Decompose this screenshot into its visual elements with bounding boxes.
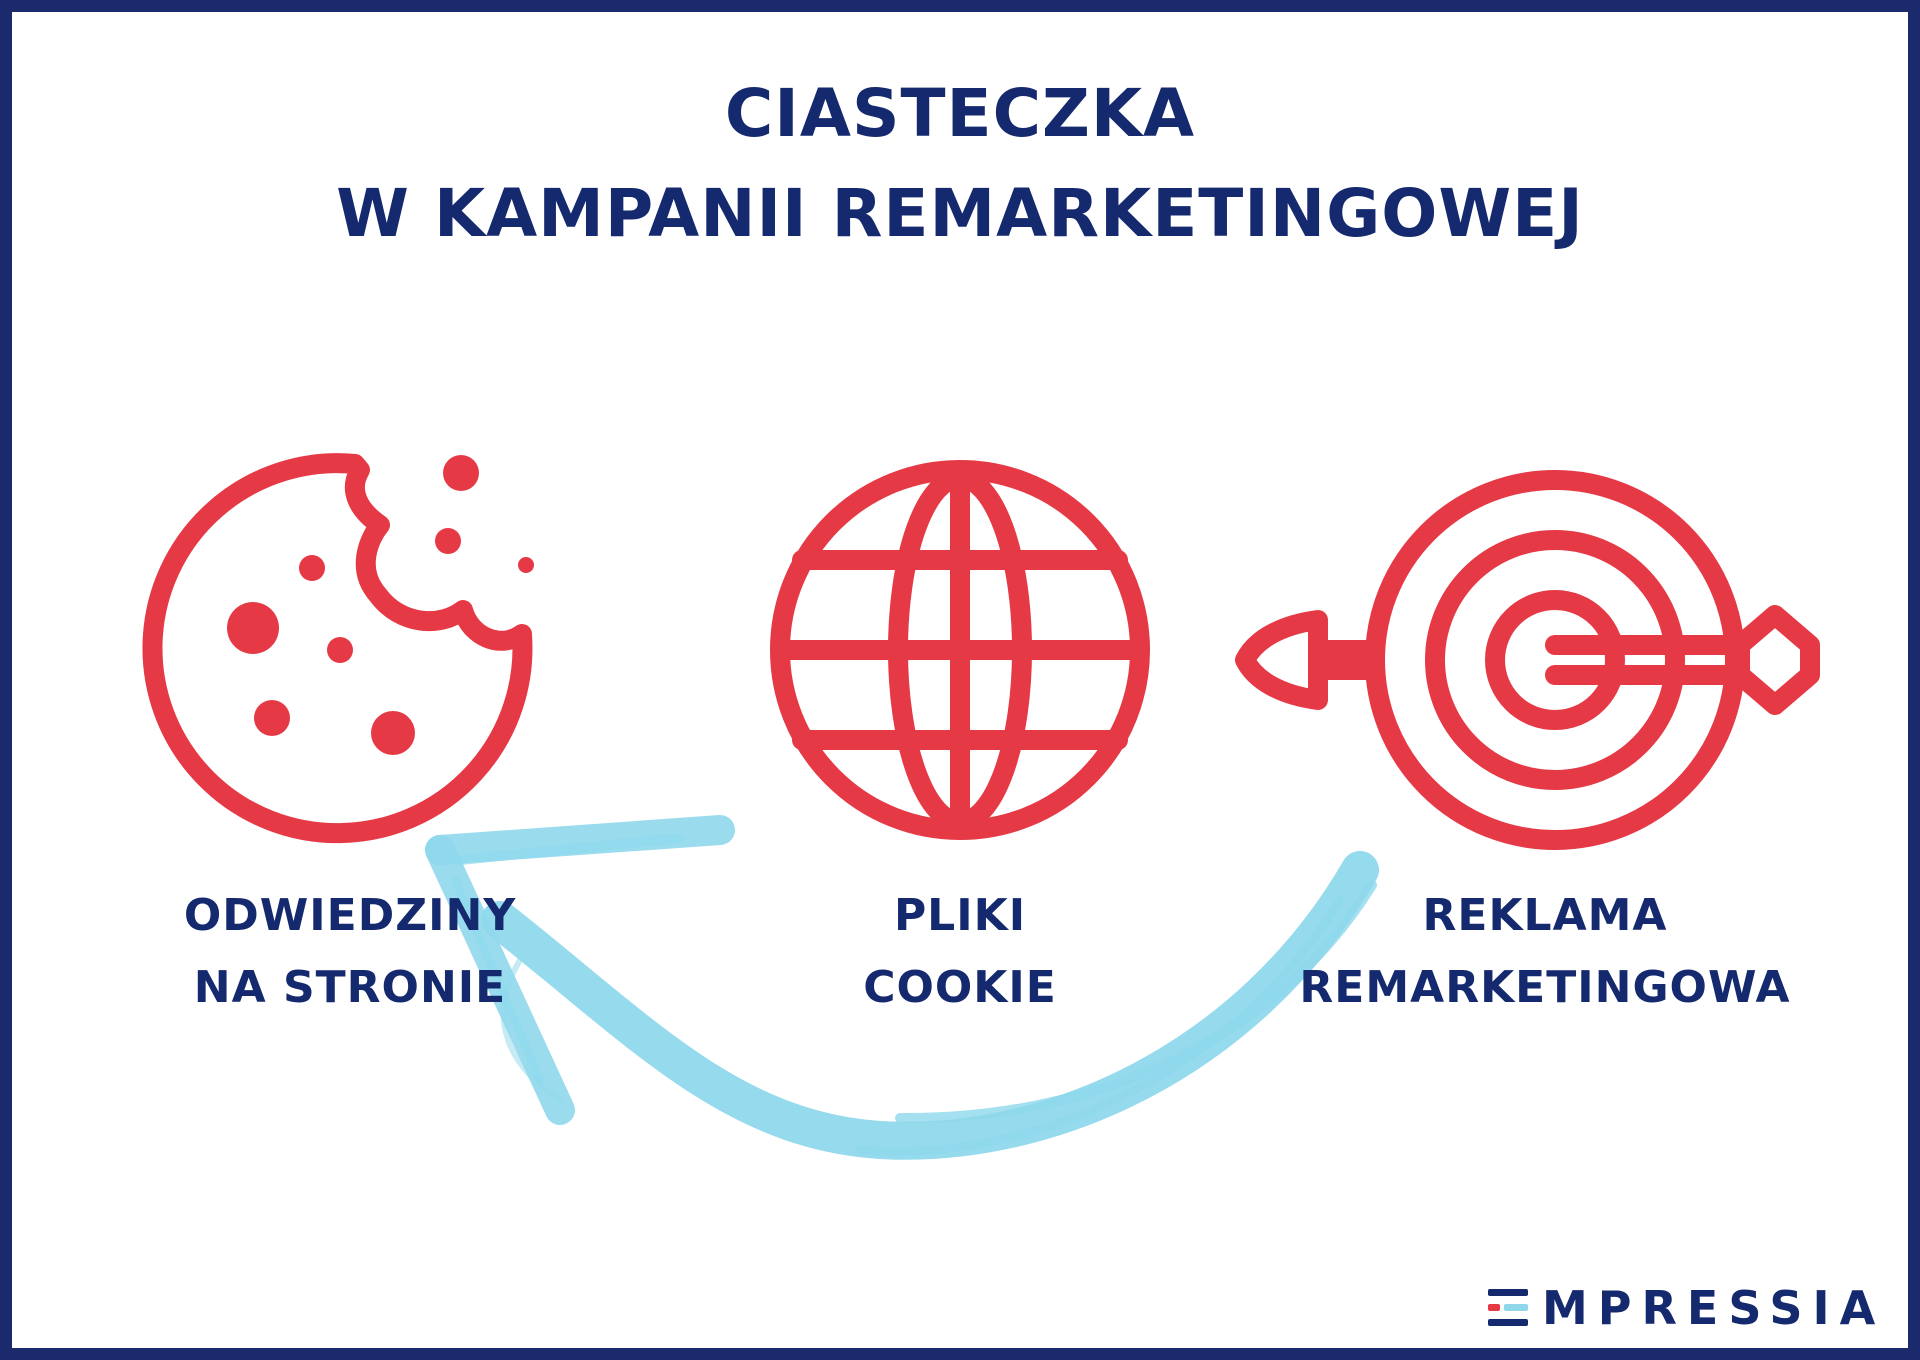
- title-line-2: W KAMPANII REMARKETINGOWEJ: [336, 175, 1584, 252]
- cookie-icon: [142, 453, 533, 844]
- step-3-line-2: REMARKETINGOWA: [1299, 962, 1791, 1013]
- globe-icon: [770, 460, 1150, 840]
- target-arrow-icon: [1235, 470, 1820, 850]
- step-1-line-1: ODWIEDZINY: [183, 890, 517, 941]
- step-label-cookies: PLIKI COOKIE: [760, 880, 1160, 1024]
- step-label-visit: ODWIEDZINY NA STRONIE: [150, 880, 550, 1024]
- step-3-line-1: REKLAMA: [1422, 890, 1668, 941]
- step-2-line-1: PLIKI: [893, 890, 1027, 941]
- logo-text: MPRESSIA: [1542, 1281, 1886, 1335]
- title-line-1: CIASTECZKA: [724, 75, 1196, 152]
- step-1-line-2: NA STRONIE: [193, 962, 507, 1013]
- page-title: CIASTECZKA W KAMPANII REMARKETINGOWEJ: [0, 64, 1920, 264]
- step-2-line-2: COOKIE: [863, 962, 1057, 1013]
- empressia-logo: MPRESSIA: [1488, 1278, 1885, 1338]
- step-label-remarketing-ad: REKLAMA REMARKETINGOWA: [1245, 880, 1845, 1024]
- empressia-e-icon: [1488, 1287, 1528, 1329]
- cookie-chips: [227, 455, 534, 755]
- curved-arrow-icon: [425, 815, 1379, 1160]
